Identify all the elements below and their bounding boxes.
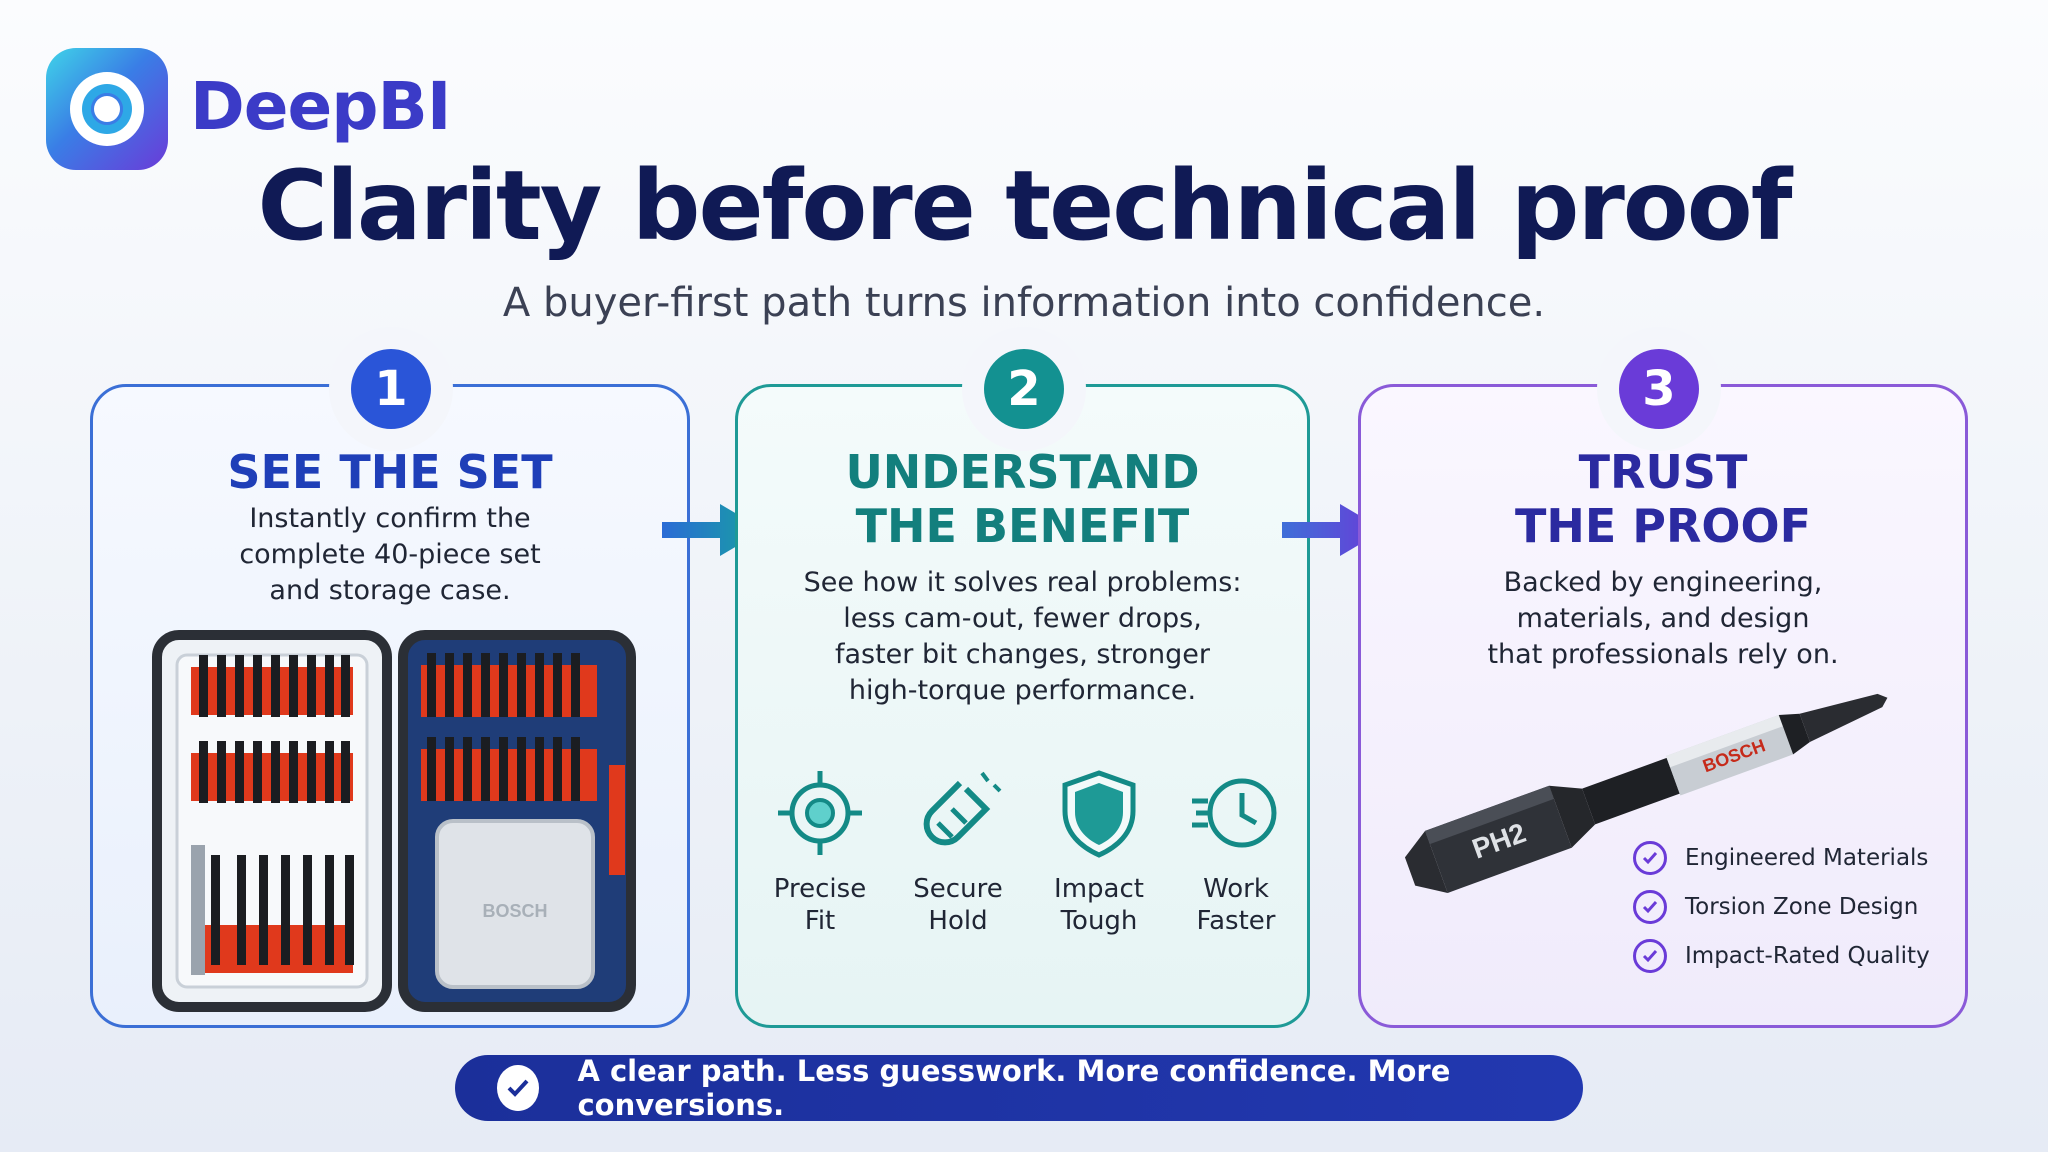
proof-point: Torsion Zone Design	[1633, 887, 1918, 927]
deepbi-logo-icon	[46, 48, 168, 170]
step-desc-line: high-torque performance.	[848, 675, 1197, 706]
screwdriver-bit-image: PH2 BOSCH	[1404, 693, 1888, 893]
step-desc-line: and storage case.	[269, 575, 511, 606]
step-number-badge: 2	[984, 349, 1064, 429]
proof-point-label: Impact-Rated Quality	[1685, 943, 1930, 969]
step-desc-line: that professionals rely on.	[1487, 639, 1839, 670]
step-title-line: TRUST	[1578, 445, 1748, 499]
feature-label: Work	[1203, 874, 1269, 904]
check-icon	[497, 1065, 540, 1111]
step-card-understand-the-benefit: 2 UNDERSTAND THE BENEFIT See how it solv…	[735, 349, 1310, 1028]
magnet-icon	[923, 771, 1002, 846]
fast-clock-icon	[1192, 778, 1277, 848]
proof-point: Engineered Materials	[1633, 838, 1928, 878]
footer-text: A clear path. Less guesswork. More confi…	[577, 1054, 1451, 1122]
step-card-trust-the-proof: 3 TRUST THE PROOF Backed by engineering,…	[1358, 349, 1968, 1028]
step-title-line: THE PROOF	[1514, 499, 1812, 553]
feature-label: Faster	[1196, 906, 1276, 936]
step-desc-line: Instantly confirm the	[249, 503, 531, 534]
feature-label: Fit	[804, 906, 836, 936]
bit-set-case-image: BOSCH	[152, 630, 636, 1012]
feature-impact-tough: Impact Tough	[1029, 767, 1169, 937]
feature-label: Impact	[1054, 874, 1144, 904]
check-circle-icon	[1633, 890, 1667, 924]
page-subtitle: A buyer-first path turns information int…	[502, 280, 1546, 326]
step-title-line: THE BENEFIT	[855, 499, 1190, 553]
brand-name: DeepBI	[190, 68, 451, 145]
step-desc-line: less cam-out, fewer drops,	[843, 603, 1202, 634]
feature-label: Precise	[773, 874, 867, 904]
proof-point: Impact-Rated Quality	[1633, 936, 1930, 976]
shield-icon	[1062, 770, 1136, 858]
step-desc-line: See how it solves real problems:	[803, 567, 1242, 598]
feature-precise-fit: Precise Fit	[750, 767, 890, 937]
step-number-badge: 3	[1619, 349, 1699, 429]
check-circle-icon	[1633, 939, 1667, 973]
footer-banner: A clear path. Less guesswork. More confi…	[455, 1054, 1583, 1122]
feature-label: Secure	[913, 874, 1003, 904]
page-title: Clarity before technical proof	[257, 150, 1793, 262]
feature-secure-hold: Secure Hold	[888, 767, 1028, 937]
step-number-badge: 1	[351, 349, 431, 429]
step-card-see-the-set: 1 SEE THE SET Instantly confirm the comp…	[90, 349, 690, 1028]
feature-label: Hold	[928, 906, 988, 936]
step-desc-line: materials, and design	[1516, 603, 1810, 634]
proof-point-label: Engineered Materials	[1685, 845, 1929, 871]
step-desc-line: complete 40-piece set	[239, 539, 541, 570]
case-brand-label: BOSCH	[482, 901, 547, 921]
step-title: SEE THE SET	[227, 445, 553, 499]
feature-work-faster: Work Faster	[1166, 767, 1306, 937]
step-title-line: UNDERSTAND	[845, 445, 1200, 499]
step-desc-line: faster bit changes, stronger	[834, 639, 1211, 670]
check-circle-icon	[1633, 841, 1667, 875]
proof-point-label: Torsion Zone Design	[1685, 894, 1919, 920]
feature-label: Tough	[1060, 906, 1138, 936]
crosshair-icon	[778, 771, 862, 855]
step-desc-line: Backed by engineering,	[1503, 567, 1823, 598]
